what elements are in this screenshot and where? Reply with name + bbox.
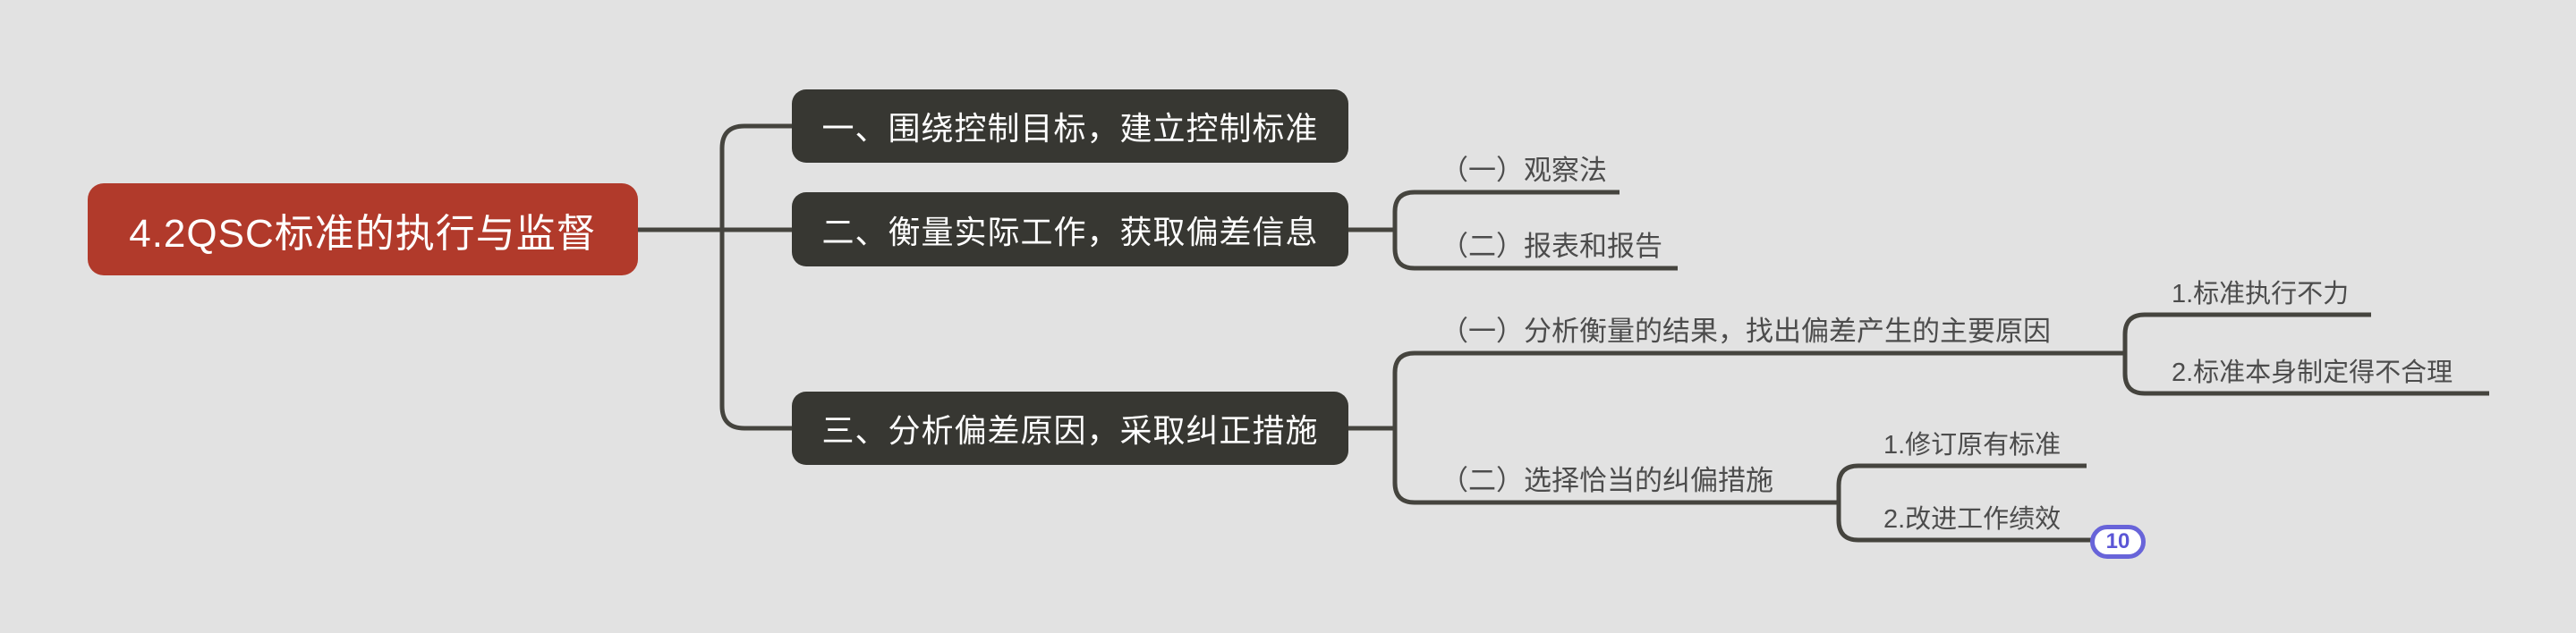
- subtopic-improve-performance[interactable]: 2.改进工作绩效: [1883, 505, 2062, 534]
- subtopic-reports[interactable]: （二）报表和报告: [1441, 231, 1662, 262]
- subtopic-observation-method[interactable]: （一）观察法: [1441, 155, 1607, 186]
- edge-trunk: [719, 123, 792, 431]
- branch-topic-1[interactable]: 一、围绕控制目标，建立控制标准: [792, 89, 1348, 163]
- subtopic-revise-standard[interactable]: 1.修订原有标准: [1883, 431, 2062, 460]
- branch-topic-3[interactable]: 三、分析偏差原因，采取纠正措施: [792, 392, 1348, 465]
- branch-topic-2[interactable]: 二、衡量实际工作，获取偏差信息: [792, 192, 1348, 266]
- subtopic-standard-unreasonable[interactable]: 2.标准本身制定得不合理: [2172, 359, 2453, 387]
- subtopic-choose-measures[interactable]: （二）选择恰当的纠偏措施: [1441, 465, 1773, 496]
- root-topic[interactable]: 4.2QSC标准的执行与监督: [88, 183, 638, 275]
- subtopic-standard-not-enforced[interactable]: 1.标准执行不力: [2172, 280, 2350, 308]
- subtopic-analyze-results[interactable]: （一）分析衡量的结果，找出偏差产生的主要原因: [1441, 316, 2051, 347]
- count-badge[interactable]: 10: [2090, 525, 2146, 559]
